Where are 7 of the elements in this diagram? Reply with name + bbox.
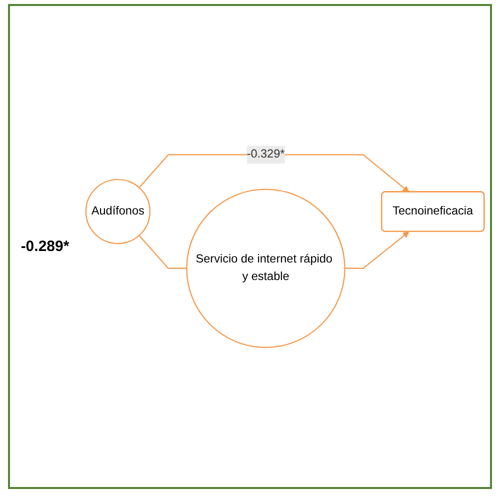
node-circle <box>186 188 346 348</box>
edge-label: -0.329* <box>246 148 285 160</box>
connector <box>138 234 187 269</box>
coefficient-label: -0.289* <box>20 238 70 255</box>
diagram-frame: -0.289* -0.329* Audífonos Servicio de internet rápido y estable Tecnoineficacia <box>8 4 492 489</box>
node-circle <box>85 178 150 244</box>
arrow <box>344 231 410 269</box>
